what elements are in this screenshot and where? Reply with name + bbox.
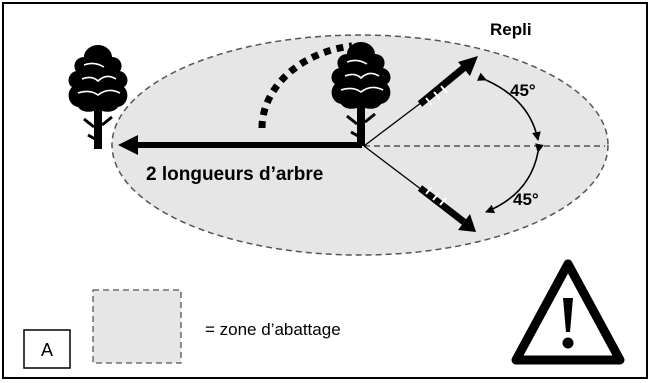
box-letter-frame [23, 329, 71, 369]
guide-line-upper [363, 95, 431, 147]
legend-label: = zone d’abattage [205, 320, 341, 339]
legend-swatch [92, 289, 182, 364]
angle-arc-upper [476, 72, 541, 141]
retreat-arrow-lower [417, 185, 476, 232]
retreat-arrow-upper [417, 56, 478, 107]
warning-triangle-icon [511, 259, 625, 365]
guide-line-lower [363, 145, 431, 197]
angle-label-lower: 45° [513, 190, 539, 209]
fall-arc [258, 42, 353, 129]
retreat-label: Repli [490, 20, 532, 39]
distance-label: 2 longueurs d’arbre [146, 164, 323, 185]
fall-arrow-head [118, 135, 138, 155]
angle-label-upper: 45° [510, 81, 536, 100]
angle-arc-lower [485, 143, 544, 214]
box-letter: A [41, 340, 53, 360]
